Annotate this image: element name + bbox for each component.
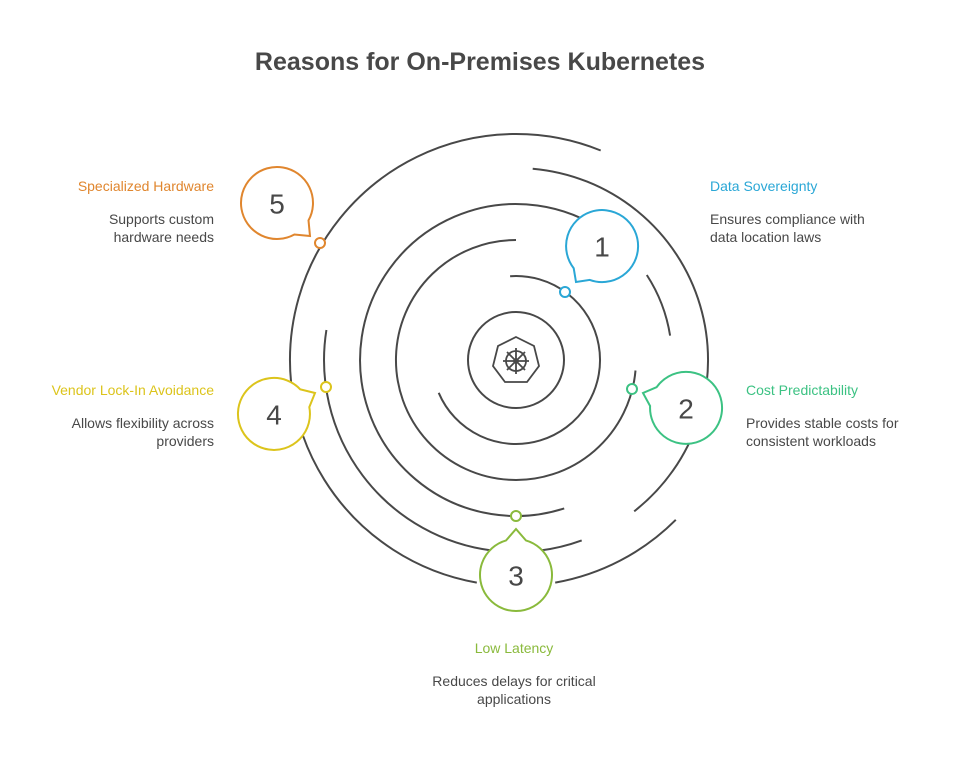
item-5-bubble: 5 xyxy=(240,166,326,249)
item-5-description-line: Supports custom xyxy=(108,211,214,227)
item-3-marker xyxy=(510,510,522,522)
item-4-marker xyxy=(320,381,332,393)
item-5-description-line: hardware needs xyxy=(113,229,214,245)
spiral-arc-5a xyxy=(555,519,677,584)
item-4-description-line: providers xyxy=(156,433,214,449)
item-1-description-line: Ensures compliance with xyxy=(710,211,865,227)
item-2-bubble: 2 xyxy=(626,370,723,445)
kubernetes-helm-wheel-icon xyxy=(492,335,540,383)
item-2-number: 2 xyxy=(678,394,694,425)
spiral-arc-5b xyxy=(289,133,602,584)
item-5-description: Supports custom hardware needs xyxy=(14,210,214,246)
item-5-marker xyxy=(314,237,326,249)
item-1-heading: Data Sovereignty xyxy=(710,178,818,194)
spiral-arc-4b xyxy=(539,539,583,552)
item-5-number: 5 xyxy=(269,189,285,220)
item-4-heading: Vendor Lock-In Avoidance xyxy=(51,382,214,398)
item-3-bubble-shape xyxy=(479,527,553,613)
item-4-bubble: 4 xyxy=(237,376,332,451)
spiral-arc-3b xyxy=(645,274,672,336)
item-3-description-line: applications xyxy=(477,691,551,707)
spiral-arc-4c xyxy=(323,329,493,552)
item-1-description: Ensures compliance with data location la… xyxy=(710,210,865,246)
spiral-arc-2 xyxy=(394,239,637,481)
item-1-bubble: 1 xyxy=(559,209,640,298)
item-3-bubble: 3 xyxy=(479,510,553,613)
item-2-bubble-shape xyxy=(641,370,723,445)
spiral-arc-3a xyxy=(359,203,607,517)
item-3-description: Reduces delays for critical applications xyxy=(394,672,634,708)
ring-inner-circle xyxy=(467,311,565,409)
item-4-description: Allows flexibility across providers xyxy=(14,414,214,450)
spiral-arc-1 xyxy=(437,275,601,445)
item-1-marker xyxy=(559,286,571,298)
item-2-description-line: consistent workloads xyxy=(746,433,876,449)
item-5-bubble-shape xyxy=(240,166,314,240)
item-3-heading: Low Latency xyxy=(474,640,554,656)
item-5-heading: Specialized Hardware xyxy=(77,178,214,194)
item-4-bubble-shape xyxy=(237,376,317,451)
spiral-arc-4a xyxy=(532,167,710,513)
item-3-description-line: Reduces delays for critical xyxy=(432,673,596,689)
page-title: Reasons for On-Premises Kubernetes xyxy=(254,48,706,76)
item-1-number: 1 xyxy=(594,232,610,263)
item-4-number: 4 xyxy=(266,400,282,431)
item-2-description-line: Provides stable costs for xyxy=(746,415,899,431)
item-2-heading: Cost Predictability xyxy=(746,382,859,398)
item-2-description: Provides stable costs for consistent wor… xyxy=(746,414,899,450)
item-3-number: 3 xyxy=(508,561,524,592)
item-2-marker xyxy=(626,383,638,395)
item-4-description-line: Allows flexibility across xyxy=(71,415,214,431)
item-1-bubble-shape xyxy=(565,209,640,284)
item-1-description-line: data location laws xyxy=(710,229,822,245)
